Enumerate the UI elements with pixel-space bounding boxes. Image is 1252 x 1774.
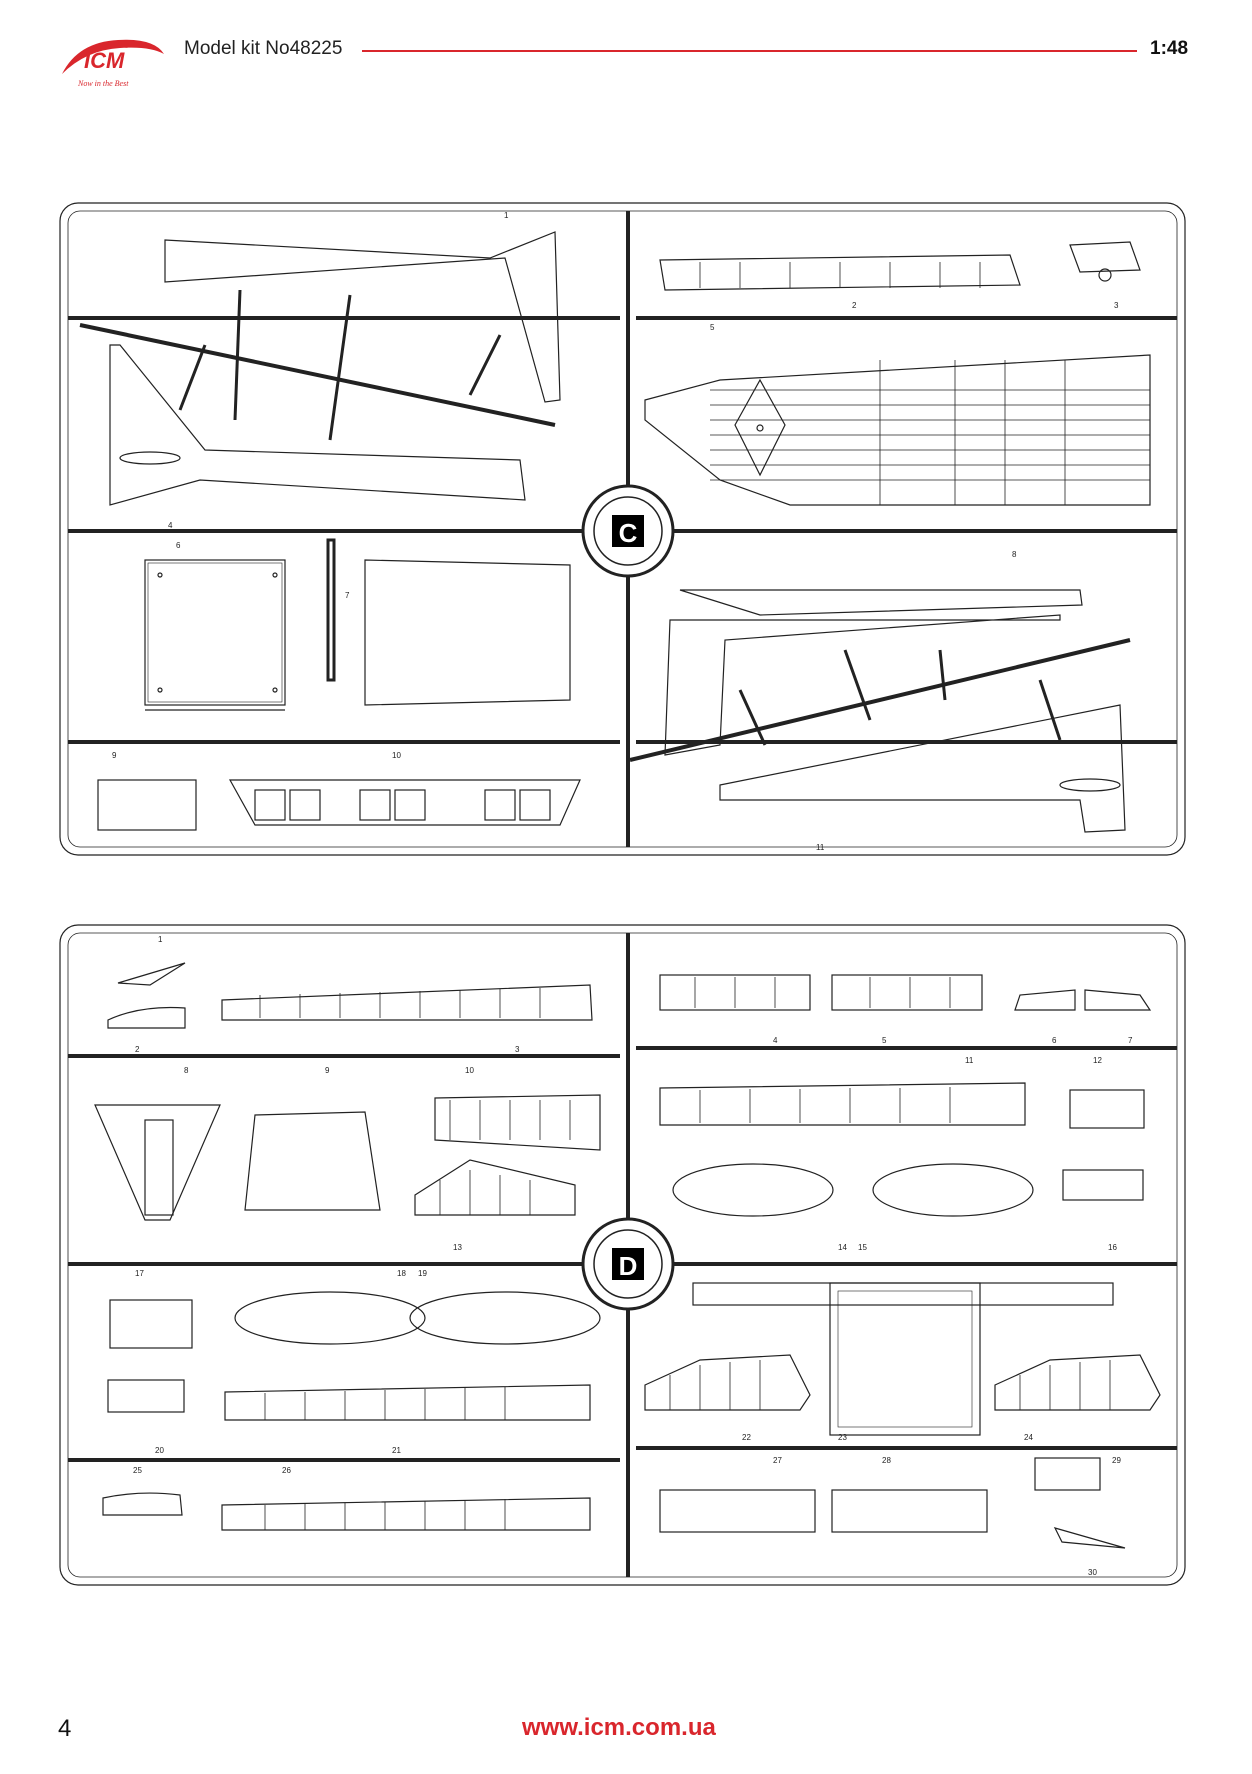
svg-text:7: 7: [345, 591, 350, 600]
sprue-d-frame: [59, 924, 1186, 1586]
header-rule: [362, 50, 1137, 52]
svg-text:8: 8: [1012, 550, 1017, 559]
svg-text:1: 1: [504, 211, 509, 220]
svg-text:25: 25: [133, 1466, 142, 1475]
svg-text:19: 19: [418, 1269, 427, 1278]
svg-text:28: 28: [882, 1456, 891, 1465]
svg-text:9: 9: [325, 1066, 330, 1075]
sprue-c-frame: [59, 202, 1186, 856]
sprue-d-badge: D: [581, 1217, 675, 1311]
svg-text:15: 15: [858, 1243, 867, 1252]
sprue-c-part-numbers: 1 2 3 4 5 6 7 8 9 10 11: [112, 211, 1119, 852]
svg-text:7: 7: [1128, 1036, 1133, 1045]
svg-text:26: 26: [282, 1466, 291, 1475]
svg-text:24: 24: [1024, 1433, 1033, 1442]
sprue-c: C 1 2 3 4 5 6 7 8 9 10 11: [59, 202, 1186, 856]
svg-text:6: 6: [1052, 1036, 1057, 1045]
svg-text:14: 14: [838, 1243, 847, 1252]
sprue-c-letter: C: [619, 518, 638, 548]
svg-text:Now in the Best: Now in the Best: [77, 79, 129, 88]
svg-text:5: 5: [710, 323, 715, 332]
page-number: 4: [58, 1715, 72, 1742]
svg-text:22: 22: [742, 1433, 751, 1442]
sprue-c-badge: C: [581, 484, 675, 578]
svg-text:1: 1: [158, 935, 163, 944]
svg-text:18: 18: [397, 1269, 406, 1278]
icm-logo: ICM Now in the Best: [62, 39, 164, 88]
svg-text:6: 6: [176, 541, 181, 550]
svg-text:4: 4: [168, 521, 173, 530]
svg-text:21: 21: [392, 1446, 401, 1455]
kit-scale: 1:48: [1150, 38, 1189, 59]
svg-text:5: 5: [882, 1036, 887, 1045]
svg-text:3: 3: [1114, 301, 1119, 310]
svg-text:9: 9: [112, 751, 117, 760]
svg-text:10: 10: [392, 751, 401, 760]
svg-text:2: 2: [135, 1045, 140, 1054]
sprue-d: D 1 2 3 4 5 6 7 8 9 10 11 12 13 14 15 16…: [59, 924, 1186, 1586]
kit-title: Model kit No48225: [184, 38, 343, 59]
sprue-d-part-numbers: 1 2 3 4 5 6 7 8 9 10 11 12 13 14 15 16 1…: [133, 935, 1133, 1577]
svg-text:23: 23: [838, 1433, 847, 1442]
svg-text:11: 11: [965, 1056, 974, 1065]
sprue-d-letter: D: [619, 1251, 638, 1281]
svg-text:8: 8: [184, 1066, 189, 1075]
website-link[interactable]: www.icm.com.ua: [522, 1714, 716, 1741]
svg-text:16: 16: [1108, 1243, 1117, 1252]
svg-text:4: 4: [773, 1036, 778, 1045]
svg-text:29: 29: [1112, 1456, 1121, 1465]
svg-text:12: 12: [1093, 1056, 1102, 1065]
svg-text:10: 10: [465, 1066, 474, 1075]
svg-text:13: 13: [453, 1243, 462, 1252]
svg-text:30: 30: [1088, 1568, 1097, 1577]
svg-text:3: 3: [515, 1045, 520, 1054]
svg-text:27: 27: [773, 1456, 782, 1465]
svg-text:ICM: ICM: [84, 48, 125, 73]
page-header: ICM Now in the Best Model kit No48225 1:…: [0, 0, 1252, 110]
svg-text:20: 20: [155, 1446, 164, 1455]
svg-text:2: 2: [852, 301, 857, 310]
svg-text:11: 11: [816, 843, 825, 852]
svg-text:17: 17: [135, 1269, 144, 1278]
